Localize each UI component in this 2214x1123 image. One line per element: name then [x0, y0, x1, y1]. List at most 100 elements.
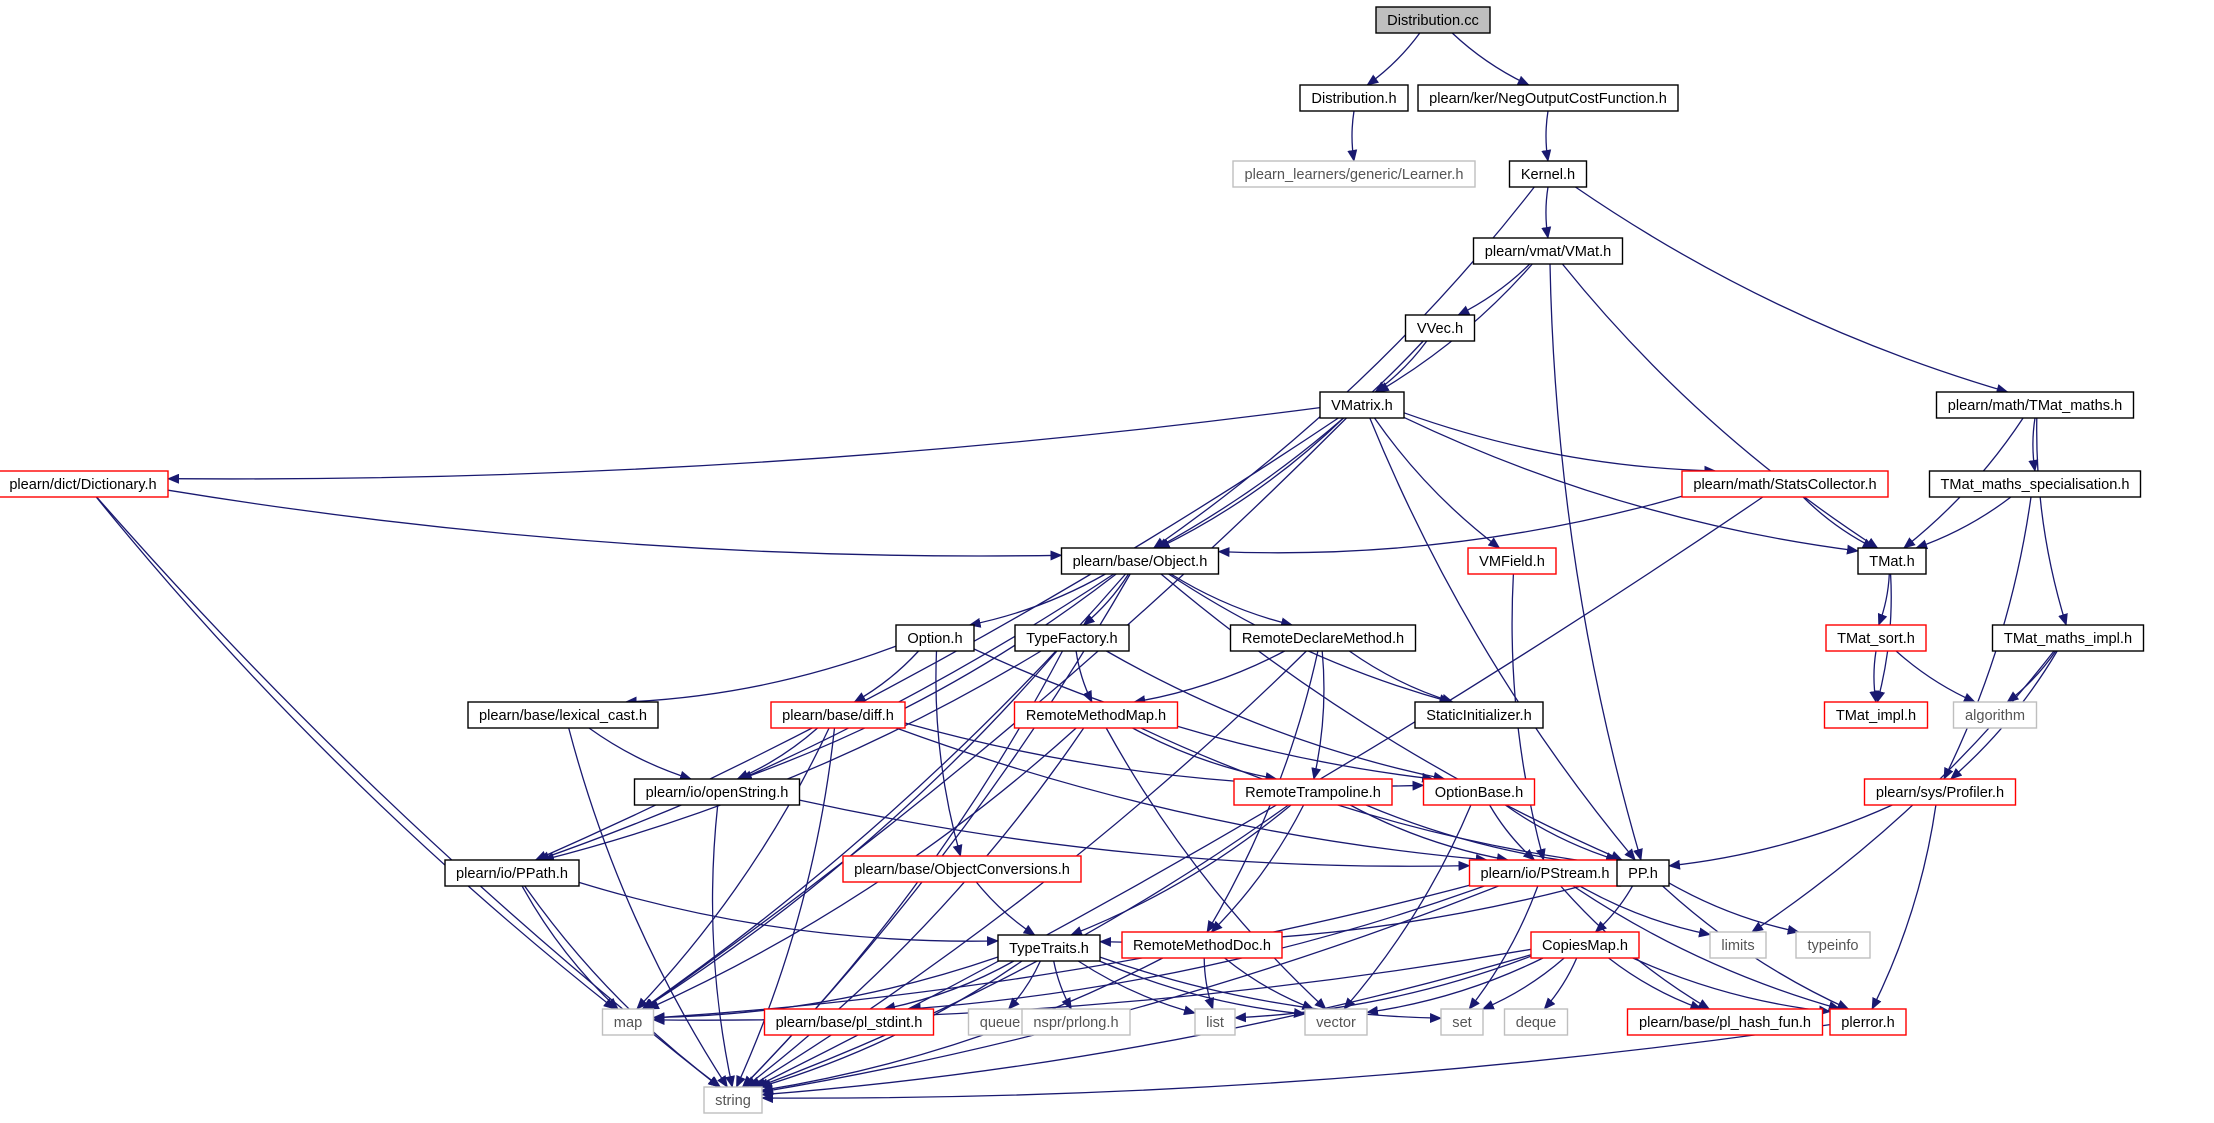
node-box: [1991, 624, 2145, 652]
node-lexical-cast-h[interactable]: plearn/base/lexical_cast.h: [467, 701, 659, 729]
node-vmfield-h[interactable]: VMField.h: [1467, 547, 1557, 575]
node-plerror-h[interactable]: plerror.h: [1829, 1008, 1907, 1036]
node-typeinfo: typeinfo: [1795, 931, 1871, 959]
node-remotemethodmap-h[interactable]: RemoteMethodMap.h: [1013, 701, 1179, 729]
edge-copiesmap_h-to-pl_hash_fun_h: [1608, 957, 1703, 1010]
node-pp-h[interactable]: PP.h: [1616, 859, 1670, 887]
node-box: [1375, 6, 1491, 34]
node-set: set: [1440, 1008, 1484, 1036]
node-box: [1709, 931, 1767, 959]
node-tmat-maths-h[interactable]: plearn/math/TMat_maths.h: [1935, 391, 2135, 419]
edge-negoutput-to-kernel_h: [1541, 110, 1552, 162]
node-box: [1530, 931, 1640, 959]
node-kernel-h[interactable]: Kernel.h: [1508, 160, 1588, 188]
edge-vmatrix_h-to-object_h: [1157, 417, 1344, 549]
node-box: [1503, 1008, 1569, 1036]
node-label: Distribution.cc: [1387, 13, 1479, 29]
node-ppath-h[interactable]: plearn/io/PPath.h: [444, 859, 580, 887]
node-dictionary-h[interactable]: plearn/dict/Dictionary.h: [0, 470, 169, 498]
edge-pstream_h-to-limits: [1579, 885, 1711, 938]
node-distribution-h[interactable]: Distribution.h: [1299, 84, 1409, 112]
edge-object_h-to-option_h: [968, 573, 1106, 628]
edge-vmatrix_h-to-dictionary_h: [167, 406, 1321, 484]
node-negoutput[interactable]: plearn/ker/NegOutputCostFunction.h: [1417, 84, 1679, 112]
edge-diff_h-to-openstring_h: [736, 727, 819, 780]
edge-remotemethodmap_h-to-remotetrampoline_h: [1132, 727, 1278, 782]
node-object-h[interactable]: plearn/base/Object.h: [1060, 547, 1220, 575]
node-label: plearn/ker/NegOutputCostFunction.h: [1429, 91, 1667, 107]
node-learner-h: plearn_learners/generic/Learner.h: [1232, 160, 1476, 188]
node-optionbase-h[interactable]: OptionBase.h: [1422, 778, 1536, 806]
edge-remotedeclare_h-to-remotemethodmap_h: [1133, 650, 1286, 706]
node-box: [997, 934, 1101, 962]
edge-kernel_h-to-tmat_maths_h: [1575, 186, 2009, 394]
node-tmat-spec-h[interactable]: TMat_maths_specialisation.h: [1928, 470, 2142, 498]
node-typefactory-h[interactable]: TypeFactory.h: [1014, 624, 1130, 652]
node-label: vector: [1316, 1015, 1356, 1031]
edge-remotetrampoline_h-to-remotemethoddoc_h: [1210, 804, 1305, 933]
node-tmat-sort-h[interactable]: TMat_sort.h: [1825, 624, 1927, 652]
node-box: [1013, 701, 1179, 729]
node-label: plearn/io/openString.h: [646, 785, 789, 801]
node-remotedeclare-h[interactable]: RemoteDeclareMethod.h: [1229, 624, 1417, 652]
node-typetraits-h[interactable]: TypeTraits.h: [997, 934, 1101, 962]
node-copiesmap-h[interactable]: CopiesMap.h: [1530, 931, 1640, 959]
node-box: [1229, 624, 1417, 652]
node-box: [1472, 237, 1624, 265]
node-distribution-cc[interactable]: Distribution.cc: [1375, 6, 1491, 34]
edge-pstream_h-to-pl_stdint_h: [908, 885, 1485, 1014]
node-box: [1422, 778, 1536, 806]
node-box: [1508, 160, 1588, 188]
node-profiler-h[interactable]: plearn/sys/Profiler.h: [1863, 778, 2017, 806]
node-remotemethoddoc-h[interactable]: RemoteMethodDoc.h: [1121, 931, 1283, 959]
node-vector: vector: [1304, 1008, 1368, 1036]
node-option-h[interactable]: Option.h: [895, 624, 975, 652]
node-remotetrampoline-h[interactable]: RemoteTrampoline.h: [1233, 778, 1393, 806]
node-label: string: [715, 1093, 751, 1109]
node-staticinit-h[interactable]: StaticInitializer.h: [1414, 701, 1544, 729]
node-label: plearn/io/PPath.h: [456, 866, 568, 882]
node-box: [1467, 547, 1557, 575]
node-tmat-h[interactable]: TMat.h: [1857, 547, 1927, 575]
node-list: list: [1194, 1008, 1236, 1036]
edge-ppath_h-to-typetraits_h: [578, 881, 999, 947]
edge-remotemethodmap_h-to-map: [646, 727, 1077, 1010]
edge-typetraits_h-to-vector: [1099, 960, 1306, 1018]
node-label: RemoteMethodMap.h: [1026, 708, 1166, 724]
node-openstring-h[interactable]: plearn/io/openString.h: [633, 778, 801, 806]
edge-optionbase_h-to-pp_h: [1504, 804, 1618, 862]
node-label: TMat_sort.h: [1837, 631, 1915, 647]
node-vvec-h[interactable]: VVec.h: [1404, 314, 1476, 342]
node-pl-stdint-h[interactable]: plearn/base/pl_stdint.h: [763, 1008, 935, 1036]
node-label: plearn/dict/Dictionary.h: [9, 477, 156, 493]
node-label: OptionBase.h: [1435, 785, 1523, 801]
edge-statscollector_h-to-tmat_h: [1802, 496, 1875, 549]
node-vmatrix-h[interactable]: VMatrix.h: [1319, 391, 1405, 419]
node-label: plearn/math/TMat_maths.h: [1948, 398, 2122, 414]
node-box: [1319, 391, 1405, 419]
edge-option_h-to-optionbase_h: [973, 648, 1435, 783]
node-label: Kernel.h: [1521, 167, 1575, 183]
node-box: [1440, 1008, 1484, 1036]
edge-dictionary_h-to-string: [96, 496, 721, 1088]
node-vmat-h[interactable]: plearn/vmat/VMat.h: [1472, 237, 1624, 265]
node-deque: deque: [1503, 1008, 1569, 1036]
node-pl-hash-fun-h[interactable]: plearn/base/pl_hash_fun.h: [1626, 1008, 1824, 1036]
node-objconv-h[interactable]: plearn/base/ObjectConversions.h: [842, 855, 1082, 883]
node-box: [1304, 1008, 1368, 1036]
node-label: plearn/sys/Profiler.h: [1876, 785, 2004, 801]
edge-objconv_h-to-typetraits_h: [975, 881, 1036, 936]
edge-distribution_cc-to-distribution_h: [1366, 32, 1421, 86]
node-pstream-h[interactable]: plearn/io/PStream.h: [1468, 859, 1622, 887]
edge-remotemethodmap_h-to-string: [744, 727, 1085, 1088]
node-statscollector-h[interactable]: plearn/math/StatsCollector.h: [1681, 470, 1889, 498]
edge-tmat_sort_h-to-algorithm: [1895, 650, 1976, 703]
edge-remotedeclare_h-to-staticinit_h: [1348, 650, 1454, 704]
node-diff-h[interactable]: plearn/base/diff.h: [770, 701, 906, 729]
node-label: VVec.h: [1417, 321, 1463, 337]
node-box: [1021, 1008, 1131, 1036]
edge-tmat_maths_h-to-tmat_maths_impl_h: [2036, 417, 2068, 626]
node-tmat-impl-h[interactable]: TMat_impl.h: [1823, 701, 1929, 729]
node-tmat-maths-impl-h[interactable]: TMat_maths_impl.h: [1991, 624, 2145, 652]
